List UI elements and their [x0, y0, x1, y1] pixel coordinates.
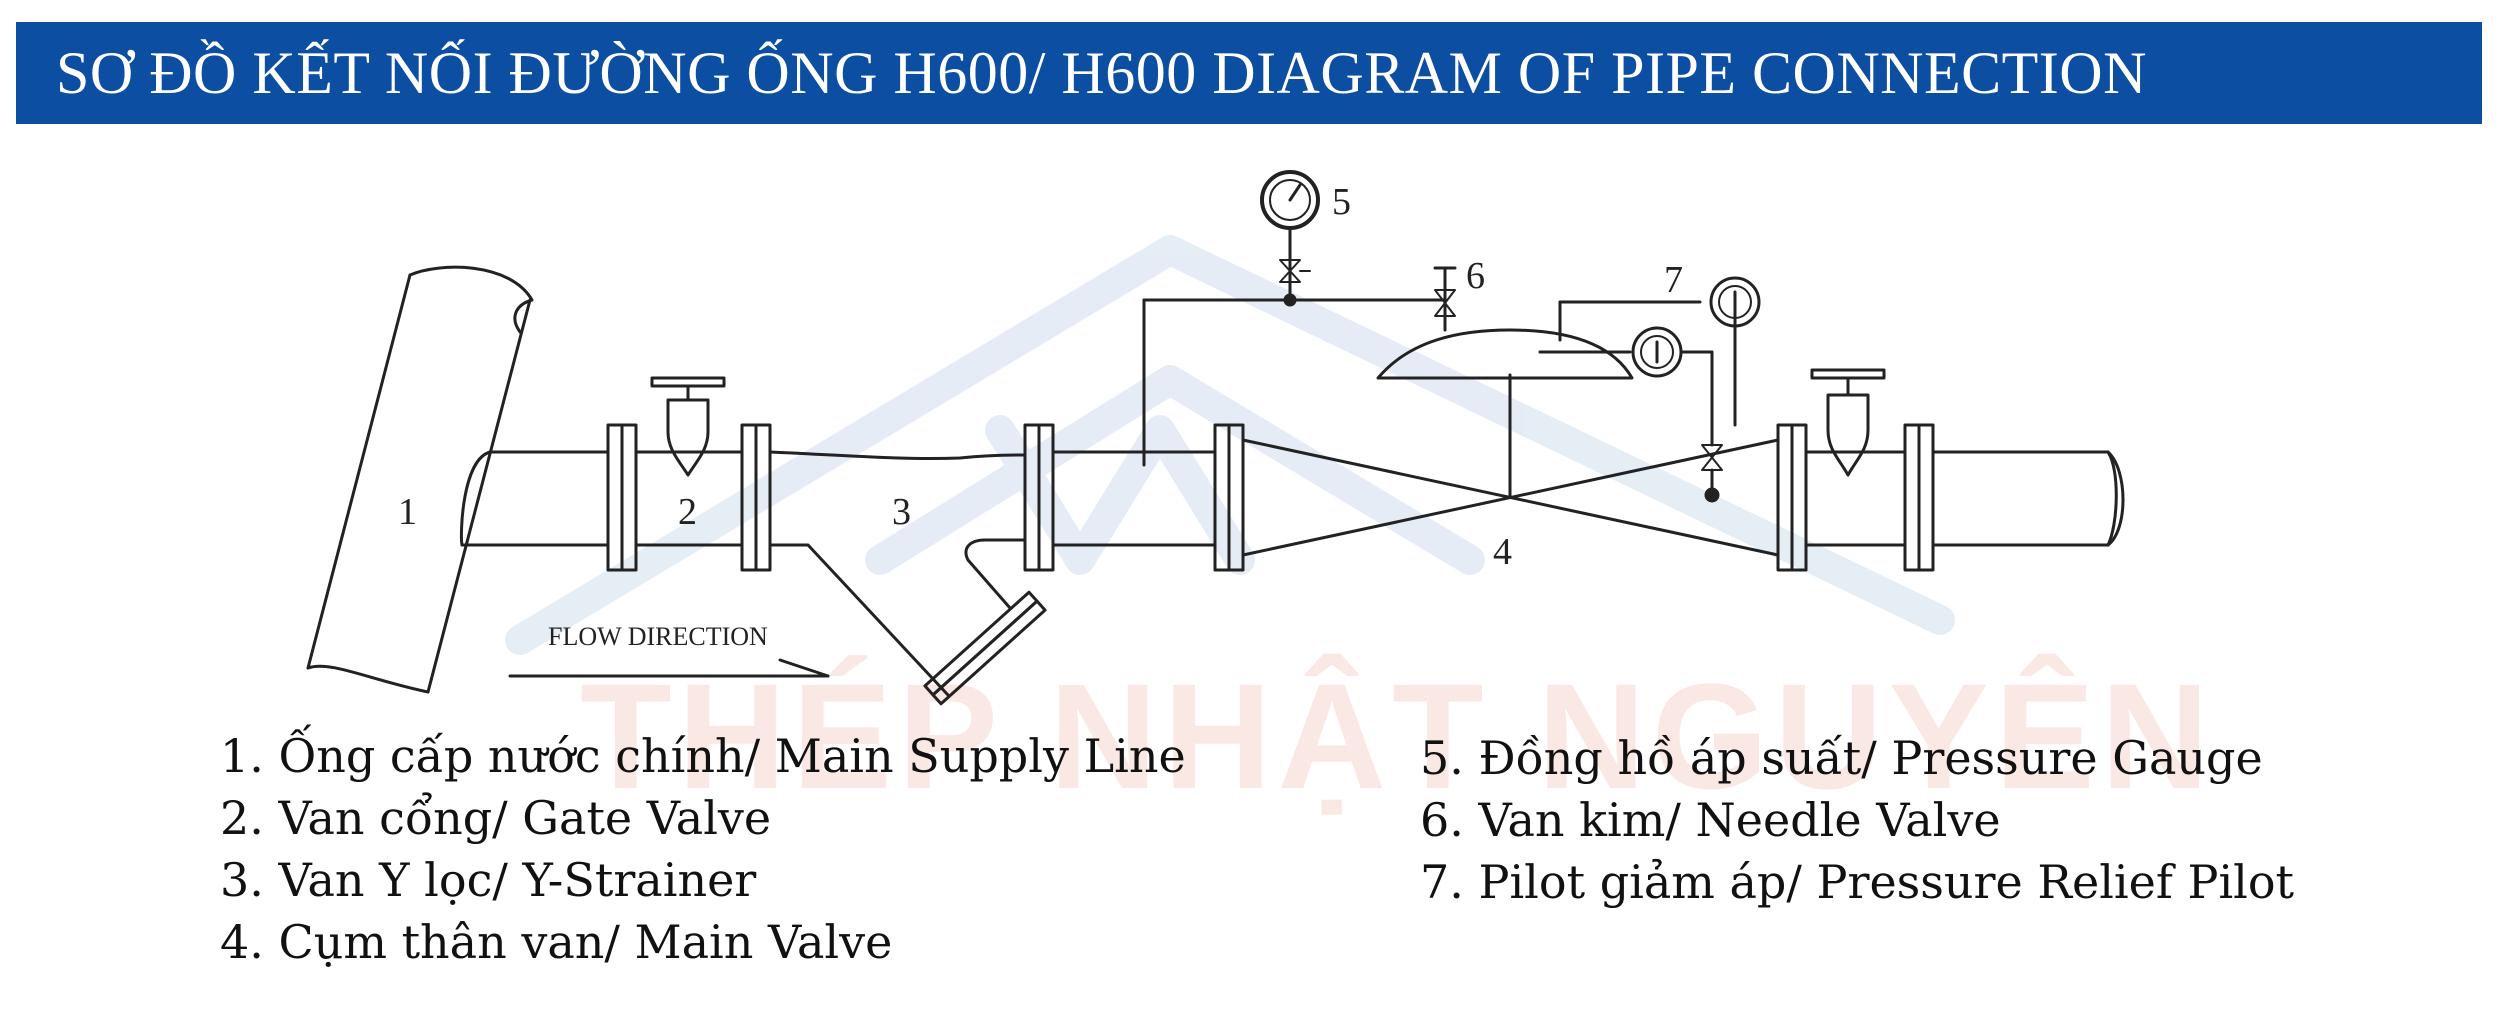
legend-right: 5. Đồng hồ áp suất/ Pressure Gauge 6. Va…: [1420, 727, 2294, 913]
gate-valve-flanges: [606, 423, 772, 572]
marker-4: 4: [1493, 531, 1512, 573]
marker-7: 7: [1664, 259, 1683, 301]
legend-item: 7. Pilot giảm áp/ Pressure Relief Pilot: [1420, 855, 2295, 909]
marker-3: 3: [892, 491, 911, 533]
gate-valve-left: [650, 376, 726, 477]
flow-arrow: [508, 658, 830, 678]
strainer-outlet-flange: [1023, 423, 1217, 572]
pressure-relief-pilot: [1631, 276, 1761, 503]
flow-direction-label: FLOW DIRECTION: [548, 622, 768, 651]
gate-valve-right: [1804, 368, 2125, 572]
legend-left: 1. Ống cấp nước chính/ Main Supply Line …: [220, 725, 1186, 973]
title-bar: SƠ ĐỒ KẾT NỐI ĐƯỜNG ỐNG H600/ H600 DIAGR…: [16, 22, 2482, 124]
marker-6: 6: [1466, 255, 1485, 297]
marker-5: 5: [1332, 181, 1351, 223]
watermark-text: THÉP NHẬT NGUYÊN: [580, 652, 2216, 820]
needle-valve: [1433, 266, 1457, 317]
marker-1: 1: [398, 491, 417, 533]
legend-item: 6. Van kim/ Needle Valve: [1420, 793, 2001, 847]
page-title: SƠ ĐỒ KẾT NỐI ĐƯỜNG ỐNG H600/ H600 DIAGR…: [56, 39, 2147, 106]
legend-item: 3. Van Y lọc/ Y-Strainer: [220, 853, 757, 907]
legend-item: 2. Van cổng/ Gate Valve: [220, 791, 772, 845]
pressure-gauge: [1260, 170, 1320, 307]
main-valve: [1213, 328, 1808, 572]
legend-item: 4. Cụm thân van/ Main Valve: [220, 915, 893, 969]
marker-2: 2: [678, 491, 697, 533]
diagram-labels: FLOW DIRECTION 1 2 3 4 5 6 7: [398, 181, 1683, 651]
y-strainer: [768, 450, 1047, 706]
main-supply-line: [306, 265, 610, 694]
legend-item: 5. Đồng hồ áp suất/ Pressure Gauge: [1420, 731, 2263, 785]
legend-item: 1. Ống cấp nước chính/ Main Supply Line: [220, 729, 1186, 783]
